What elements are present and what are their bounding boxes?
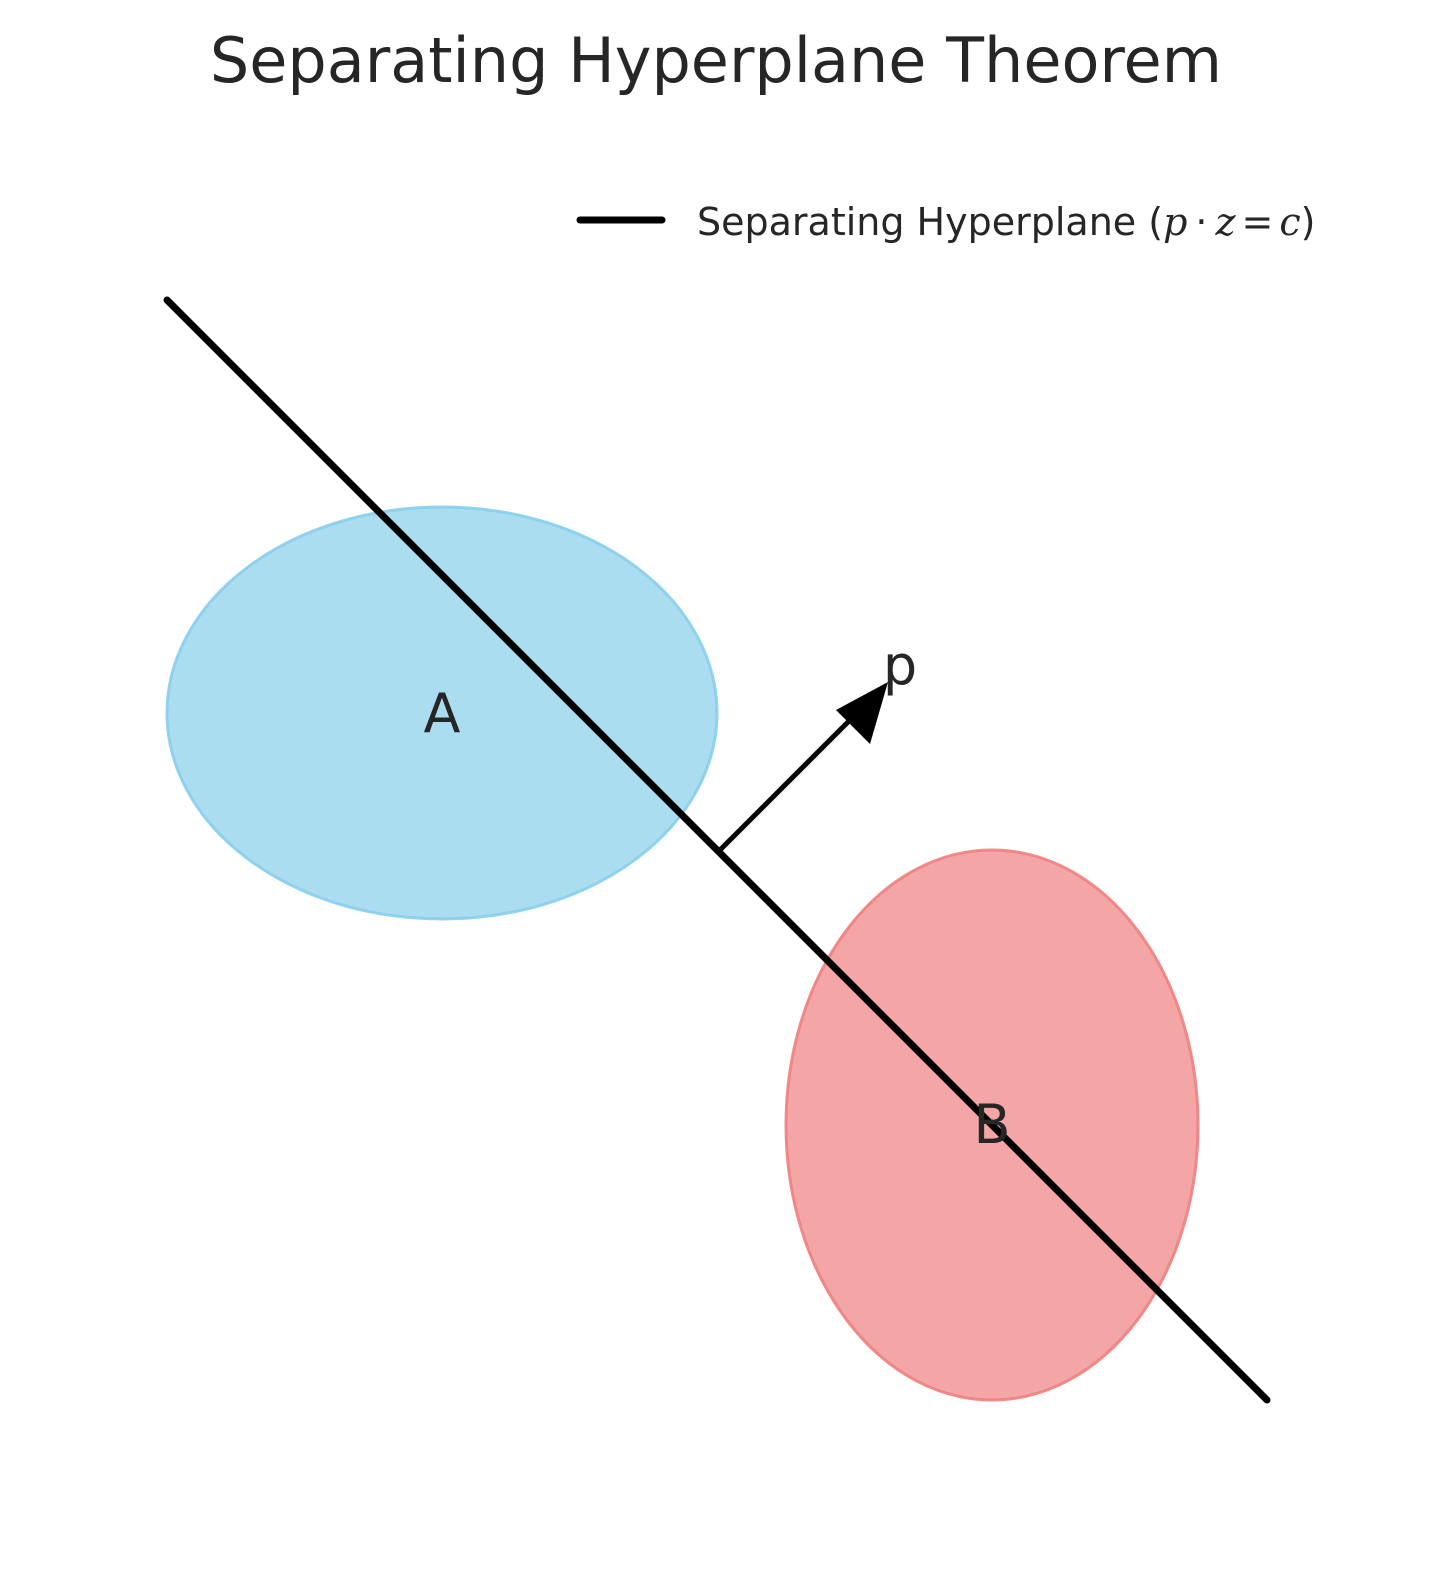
legend-p: p bbox=[1163, 200, 1187, 244]
normal-vector-arrowhead bbox=[836, 682, 888, 744]
diagram-title: Separating Hyperplane Theorem bbox=[210, 24, 1222, 97]
legend-dot: · bbox=[1195, 200, 1207, 244]
legend-prefix: Separating Hyperplane ( bbox=[697, 200, 1163, 244]
legend-suffix: ) bbox=[1301, 200, 1316, 244]
set-a-label: A bbox=[424, 682, 461, 745]
legend-c: c bbox=[1279, 200, 1300, 244]
separating-hyperplane-line bbox=[163, 296, 1271, 1404]
legend-label: Separating Hyperplane (p·z=c) bbox=[697, 200, 1316, 244]
normal-vector-label: p bbox=[883, 634, 917, 697]
normal-vector-shaft bbox=[717, 716, 854, 853]
legend-z: z bbox=[1215, 200, 1237, 244]
normal-vector bbox=[717, 682, 888, 853]
set-a-ellipse bbox=[165, 505, 719, 921]
legend: Separating Hyperplane (p·z=c) bbox=[576, 200, 1316, 244]
set-b-label: B bbox=[973, 1093, 1010, 1156]
legend-eq: = bbox=[1242, 200, 1274, 244]
